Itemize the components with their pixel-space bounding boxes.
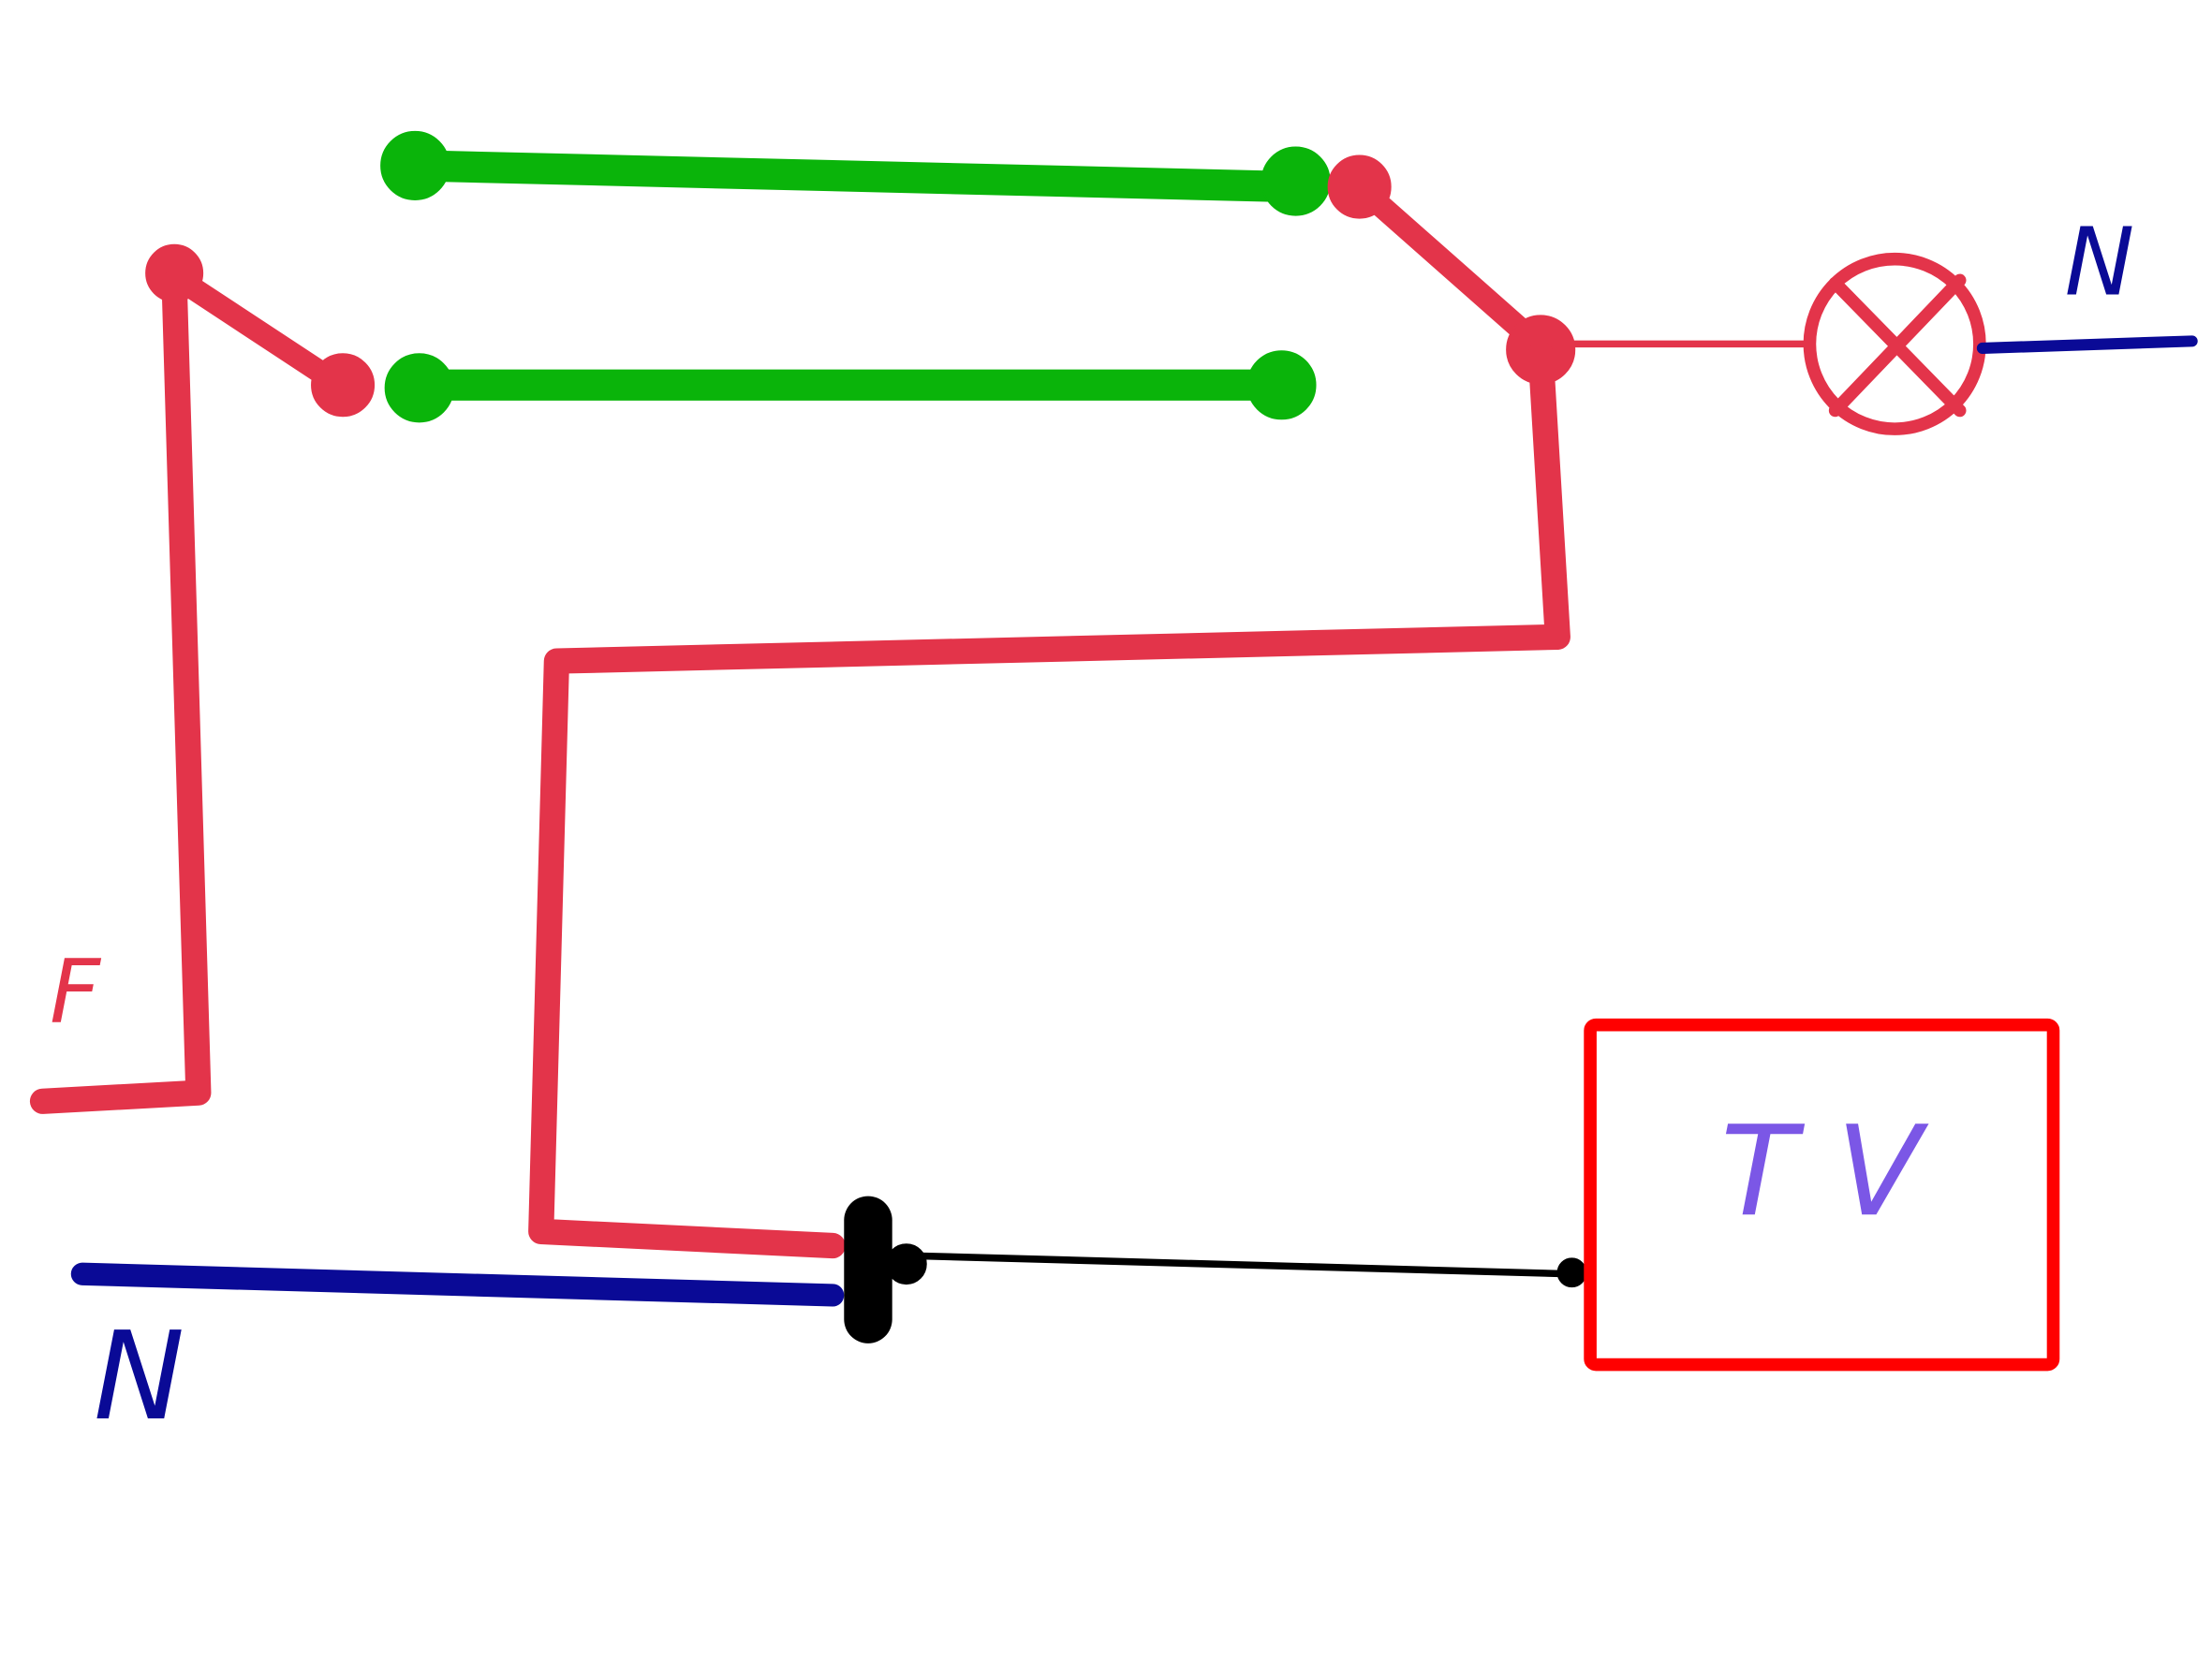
neutral-label-right: N xyxy=(2065,207,2135,316)
tv-box xyxy=(1584,1018,2060,1372)
phase-wire-feed xyxy=(29,270,212,1114)
tv-label: T V xyxy=(1720,1099,1929,1244)
phase-wire-to-socket xyxy=(528,341,1571,1259)
traveler-wire-bottom xyxy=(384,350,1317,423)
neutral-label-left: N xyxy=(94,1305,184,1447)
plug-icon xyxy=(844,1196,1587,1343)
lamp-icon xyxy=(1803,252,1986,435)
traveler-wire-top xyxy=(380,130,1331,216)
neutral-wire-bottom xyxy=(70,1262,845,1307)
phase-label: F xyxy=(50,942,102,1044)
lamp-neutral-wire xyxy=(1976,335,2198,354)
